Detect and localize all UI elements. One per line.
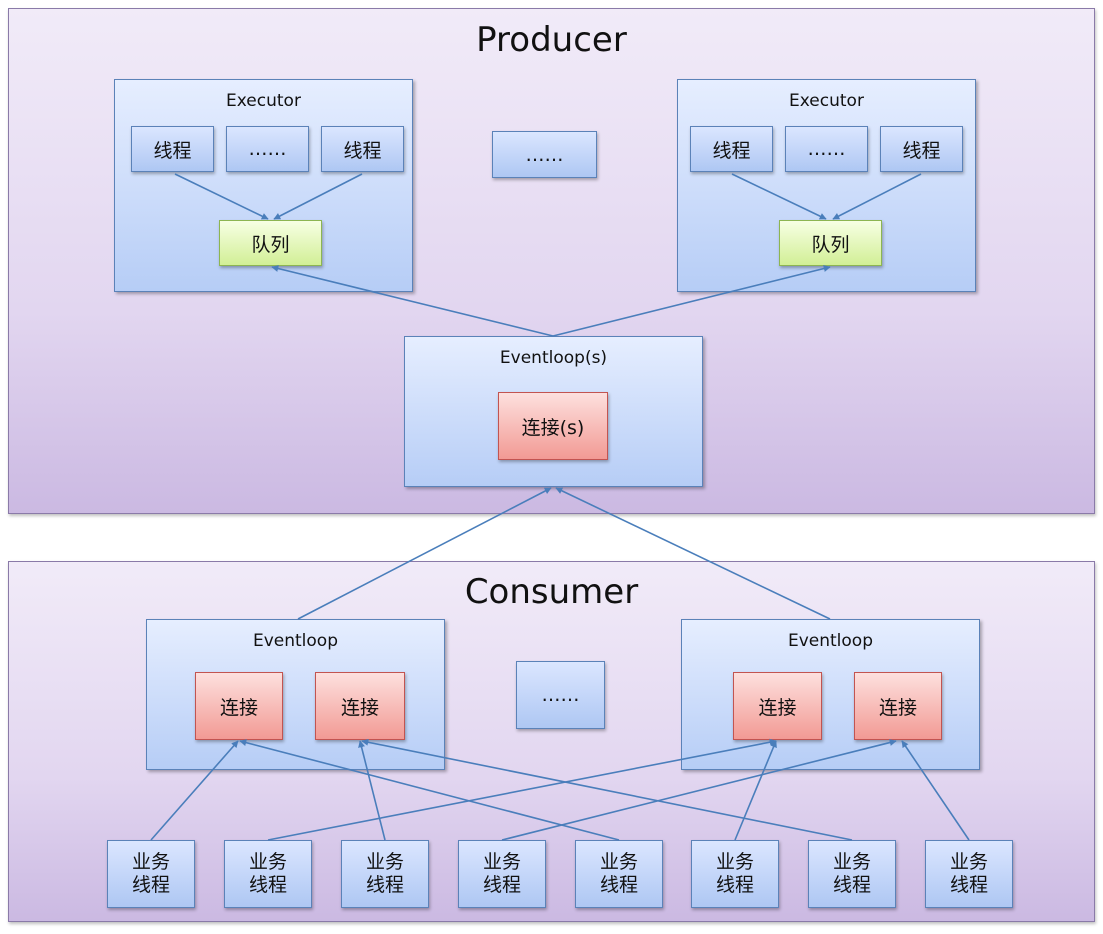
- worker-thread-label-bottom: 线程: [599, 874, 638, 896]
- worker-thread-label-top: 业务: [832, 851, 871, 873]
- consumer-left-connection-1: 连接: [195, 672, 283, 740]
- producer-title: Producer: [476, 20, 627, 60]
- worker-thread-1: 业务 线程: [107, 840, 195, 908]
- worker-thread-label-top: 业务: [482, 851, 521, 873]
- executor-right-title: Executor: [789, 91, 864, 111]
- worker-thread-label-bottom: 线程: [131, 874, 170, 896]
- worker-thread-7: 业务 线程: [808, 840, 896, 908]
- consumer-right-connection-2: 连接: [854, 672, 942, 740]
- worker-thread-label-bottom: 线程: [832, 874, 871, 896]
- executor-left-thread-2: 线程: [321, 126, 404, 172]
- worker-thread-label-bottom: 线程: [248, 874, 287, 896]
- worker-thread-label-bottom: 线程: [482, 874, 521, 896]
- executor-right-thread-1: 线程: [690, 126, 773, 172]
- consumer-right-connection-1: 连接: [733, 672, 822, 740]
- executor-right-queue: 队列: [779, 220, 882, 266]
- worker-thread-label-top: 业务: [131, 851, 170, 873]
- executor-left-queue: 队列: [219, 220, 322, 266]
- executor-left-title: Executor: [226, 91, 301, 111]
- executor-left-thread-1: 线程: [131, 126, 214, 172]
- producer-middle-ellipsis: ……: [492, 131, 597, 178]
- consumer-eventloop-right-title: Eventloop: [787, 631, 874, 651]
- worker-thread-label-top: 业务: [949, 851, 988, 873]
- worker-thread-4: 业务 线程: [458, 840, 546, 908]
- worker-thread-label-top: 业务: [715, 851, 754, 873]
- producer-eventloop-title: Eventloop(s): [499, 348, 608, 368]
- consumer-left-connection-2: 连接: [315, 672, 405, 740]
- worker-thread-3: 业务 线程: [341, 840, 429, 908]
- worker-thread-label-top: 业务: [248, 851, 287, 873]
- producer-connections: 连接(s): [498, 392, 608, 460]
- executor-right-thread-2: 线程: [880, 126, 963, 172]
- worker-thread-label-top: 业务: [599, 851, 638, 873]
- executor-left-ellipsis: ……: [226, 126, 309, 172]
- worker-thread-label-top: 业务: [365, 851, 404, 873]
- executor-right-ellipsis: ……: [785, 126, 868, 172]
- worker-thread-6: 业务 线程: [691, 840, 779, 908]
- worker-thread-5: 业务 线程: [575, 840, 663, 908]
- worker-thread-label-bottom: 线程: [715, 874, 754, 896]
- worker-thread-label-bottom: 线程: [949, 874, 988, 896]
- consumer-eventloop-left-title: Eventloop: [252, 631, 339, 651]
- worker-thread-8: 业务 线程: [925, 840, 1013, 908]
- worker-thread-2: 业务 线程: [224, 840, 312, 908]
- consumer-middle-ellipsis: ……: [516, 661, 605, 729]
- worker-thread-label-bottom: 线程: [365, 874, 404, 896]
- consumer-title: Consumer: [464, 572, 639, 612]
